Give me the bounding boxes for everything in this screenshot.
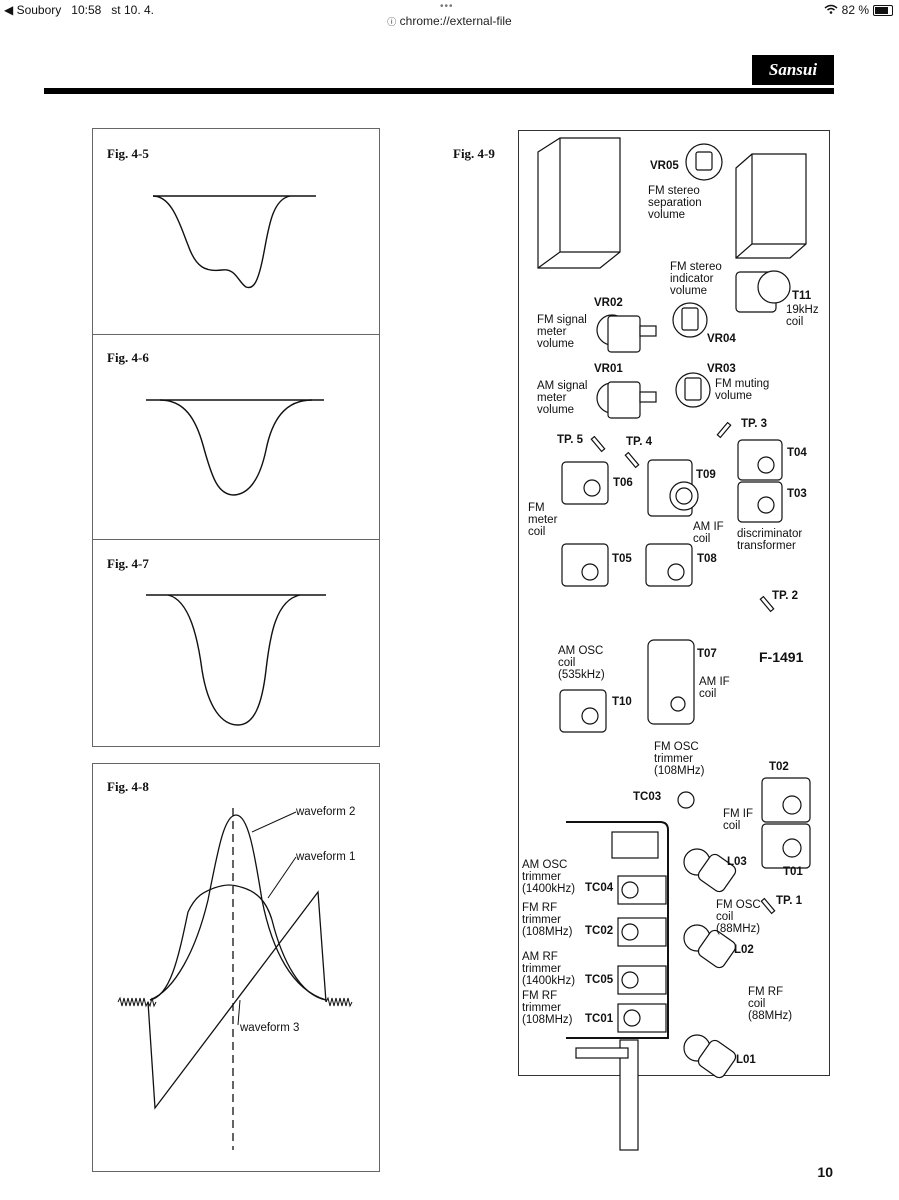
fig-4-6-label: Fig. 4-6 bbox=[107, 350, 149, 365]
vr01-desc: AM signal meter volume bbox=[537, 380, 588, 416]
waveform-2-label: waveform 2 bbox=[296, 806, 356, 818]
tc04-label: TC04 bbox=[585, 882, 614, 894]
battery-icon bbox=[873, 4, 893, 16]
fm-rf-trimmer-desc: FM RF trimmer (108MHz) bbox=[522, 902, 573, 938]
tp3-label: TP. 3 bbox=[741, 418, 767, 430]
t10-label: T10 bbox=[612, 696, 632, 708]
noise-right bbox=[325, 996, 353, 1008]
tp5-label: TP. 5 bbox=[557, 434, 583, 446]
fm-if-coil-desc: FM IF coil bbox=[723, 808, 754, 832]
back-app-label: Soubory bbox=[16, 3, 62, 17]
fig-4-8-waveforms bbox=[117, 808, 353, 1150]
fig-4-5-label: Fig. 4-5 bbox=[107, 146, 149, 161]
t11-label: T11 bbox=[792, 290, 812, 302]
am-if-coil-desc: AM IF coil bbox=[693, 521, 724, 545]
f1491-label: F-1491 bbox=[759, 649, 804, 665]
waveform-2-curve bbox=[149, 814, 327, 1001]
vr03-label: VR03 bbox=[707, 363, 736, 375]
fig-4-7-label: Fig. 4-7 bbox=[107, 556, 149, 571]
fm-stereo-indicator-desc: FM stereo indicator volume bbox=[670, 261, 722, 297]
fig-4-8-label: Fig. 4-8 bbox=[107, 779, 149, 794]
l01-label: L01 bbox=[736, 1054, 756, 1066]
url-text: chrome://external-file bbox=[399, 14, 512, 28]
t01-label: T01 bbox=[783, 866, 803, 878]
vr02-label: VR02 bbox=[594, 297, 623, 309]
fig-4-6-panel bbox=[92, 334, 380, 541]
am-osc-coil-desc: AM OSC coil (535kHz) bbox=[558, 645, 605, 681]
t11-desc: 19kHz coil bbox=[786, 304, 819, 328]
tuning-frame bbox=[566, 821, 669, 1039]
noise-left bbox=[117, 996, 157, 1008]
wifi-icon bbox=[824, 3, 838, 17]
l03-label: L03 bbox=[727, 856, 747, 868]
am-rf-trimmer-desc: AM RF trimmer (1400kHz) bbox=[522, 951, 576, 987]
fm-meter-coil-desc: FM meter coil bbox=[528, 502, 558, 538]
fig-4-8-panel bbox=[92, 763, 380, 1172]
t03-label: T03 bbox=[787, 488, 807, 500]
vr05-desc: FM stereo separation volume bbox=[648, 185, 702, 221]
waveform-1-label: waveform 1 bbox=[296, 851, 356, 863]
fig-4-7-panel bbox=[92, 539, 380, 747]
fig-4-5-curve bbox=[152, 195, 316, 289]
url-bar[interactable]: ⓘ chrome://external-file bbox=[0, 14, 899, 28]
am-osc-trimmer-desc: AM OSC trimmer (1400kHz) bbox=[522, 859, 576, 895]
fm-osc-trimmer-desc: FM OSC trimmer (108MHz) bbox=[654, 741, 705, 777]
block-right bbox=[735, 153, 807, 259]
vr04-label: VR04 bbox=[707, 333, 736, 345]
waveform-3-curve bbox=[147, 890, 327, 1110]
t09-label: T09 bbox=[696, 469, 716, 481]
fig-4-6-curve bbox=[146, 399, 324, 496]
back-to-app-link[interactable]: ◀ Soubory bbox=[4, 3, 62, 17]
status-bar: ◀ Soubory 10:58 st 10. 4. ••• 82 % bbox=[0, 0, 899, 18]
t05-label: T05 bbox=[612, 553, 632, 565]
t08-label: T08 bbox=[697, 553, 717, 565]
block-left bbox=[537, 137, 621, 269]
fig-4-9-label: Fig. 4-9 bbox=[453, 146, 495, 161]
vr05-label: VR05 bbox=[650, 160, 679, 172]
fm-rf-trimmer-2-desc: FM RF trimmer (108MHz) bbox=[522, 990, 573, 1026]
fig-4-5-panel bbox=[92, 128, 380, 336]
info-icon: ⓘ bbox=[387, 17, 397, 27]
tp4-label: TP. 4 bbox=[626, 436, 652, 448]
battery-percent: 82 % bbox=[841, 3, 869, 17]
fm-rf-coil-desc: FM RF coil (88MHz) bbox=[748, 986, 793, 1022]
header-rule bbox=[44, 88, 834, 94]
vr03-desc: FM muting volume bbox=[715, 378, 770, 402]
tp2-label: TP. 2 bbox=[772, 590, 798, 602]
t02-label: T02 bbox=[769, 761, 789, 773]
date: st 10. 4. bbox=[111, 3, 154, 17]
l02-label: L02 bbox=[734, 944, 754, 956]
tc01-label: TC01 bbox=[585, 1013, 614, 1025]
tc03-label: TC03 bbox=[633, 791, 662, 803]
waveform-3-label: waveform 3 bbox=[240, 1022, 300, 1034]
t04-label: T04 bbox=[787, 447, 807, 459]
fig-4-7-curve bbox=[146, 594, 326, 726]
page-number: 10 bbox=[817, 1164, 833, 1180]
waveform-1-curve bbox=[149, 884, 327, 1001]
fm-osc-coil-desc: FM OSC coil (88MHz) bbox=[716, 899, 761, 935]
clock: 10:58 bbox=[71, 3, 102, 17]
tc02-label: TC02 bbox=[585, 925, 614, 937]
am-if-coil-2-desc: AM IF coil bbox=[699, 676, 730, 700]
t07-label: T07 bbox=[697, 648, 717, 660]
sansui-logo: Sansui bbox=[752, 55, 834, 85]
tp1-label: TP. 1 bbox=[776, 895, 802, 907]
discriminator-desc: discriminator transformer bbox=[737, 528, 803, 552]
vr01-label: VR01 bbox=[594, 363, 623, 375]
tc05-label: TC05 bbox=[585, 974, 614, 986]
vr02-desc: FM signal meter volume bbox=[537, 314, 587, 350]
t06-label: T06 bbox=[613, 477, 633, 489]
more-dots-icon[interactable]: ••• bbox=[440, 1, 454, 12]
